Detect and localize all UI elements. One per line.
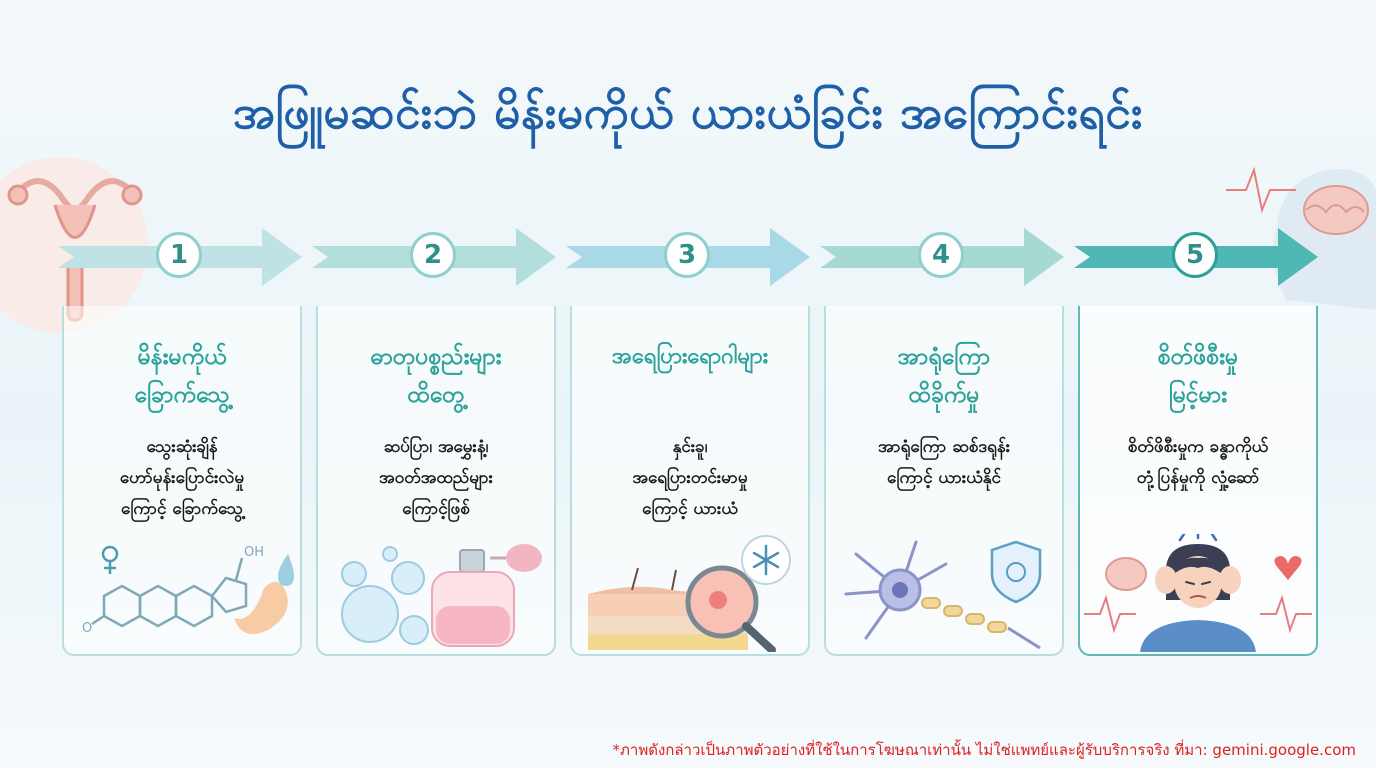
step-card-1: မိန်းမကိုယ် ခြောက်သွေ့ သွေးဆုံးချိန် ဟော… xyxy=(62,306,302,656)
step-title: အရေပြားရောဂါများ xyxy=(611,344,769,369)
stressed-woman-icon xyxy=(1084,534,1312,652)
soap-perfume-icon xyxy=(341,544,542,647)
hormone-molecule-icon: OH O xyxy=(82,545,294,636)
step-number-2: 2 xyxy=(410,232,456,278)
step-title: စိတ်ဖိစီးမှု မြင့်မား xyxy=(1157,344,1239,408)
step-number-5: 5 xyxy=(1172,232,1218,278)
step-number-3: 3 xyxy=(664,232,710,278)
step-number-4: 4 xyxy=(918,232,964,278)
step-description: စိတ်ဖိစီးမှုက ခန္ဓာကိုယ် တုံ့ပြန်မှုကို … xyxy=(1127,437,1269,488)
step-card-2: ဓာတုပစ္စည်းများ ထိတွေ့ ဆပ်ပြာ၊ အမွှေးနံ့… xyxy=(316,306,556,656)
uterus-decor-icon xyxy=(0,157,148,333)
disclaimer-footer: *ภาพดังกล่าวเป็นภาพตัวอย่างที่ใช้ในการโฆ… xyxy=(612,741,1356,759)
step-description: နှင်းခူ၊ အရေပြားတင်းမာမှု ကြောင့် ယားယံ xyxy=(632,437,748,519)
step-description: ဆပ်ပြာ၊ အမွှေးနံ့၊ အဝတ်အထည်များ ကြောင့်ဖ… xyxy=(379,437,493,519)
step-card-3: အရေပြားရောဂါများ နှင်းခူ၊ အရေပြားတင်းမာမ… xyxy=(570,306,810,656)
skin-magnifier-icon xyxy=(588,535,791,652)
step-description: သွေးဆုံးချိန် ဟော်မုန်းပြောင်းလဲမှု ကြော… xyxy=(119,437,245,519)
step-description: အာရုံကြော ဆစ်ဒရုန်း ကြောင့် ယားယံနိုင် xyxy=(877,437,1011,488)
page-title: အဖြူမဆင်းဘဲ မိန်းမကိုယ် ယားယံခြင်း အကြော… xyxy=(232,85,1144,139)
nerve-cell-icon xyxy=(844,540,1042,650)
step-title: ဓာတုပစ္စည်းများ ထိတွေ့ xyxy=(370,344,502,408)
head-brain-decor-icon xyxy=(1226,166,1376,310)
step-card-4: အာရုံကြော ထိခိုက်မှု အာရုံကြော ဆစ်ဒရုန်း… xyxy=(824,306,1064,656)
svg-text:O: O xyxy=(82,621,92,636)
step-title: အာရုံကြော ထိခိုက်မှု xyxy=(897,344,991,408)
step-number-1: 1 xyxy=(156,232,202,278)
svg-text:OH: OH xyxy=(244,545,264,560)
step-card-5: စိတ်ဖိစီးမှု မြင့်မား စိတ်ဖိစီးမှုက ခန္ဓ… xyxy=(1078,306,1318,656)
step-title: မိန်းမကိုယ် ခြောက်သွေ့ xyxy=(134,344,230,408)
